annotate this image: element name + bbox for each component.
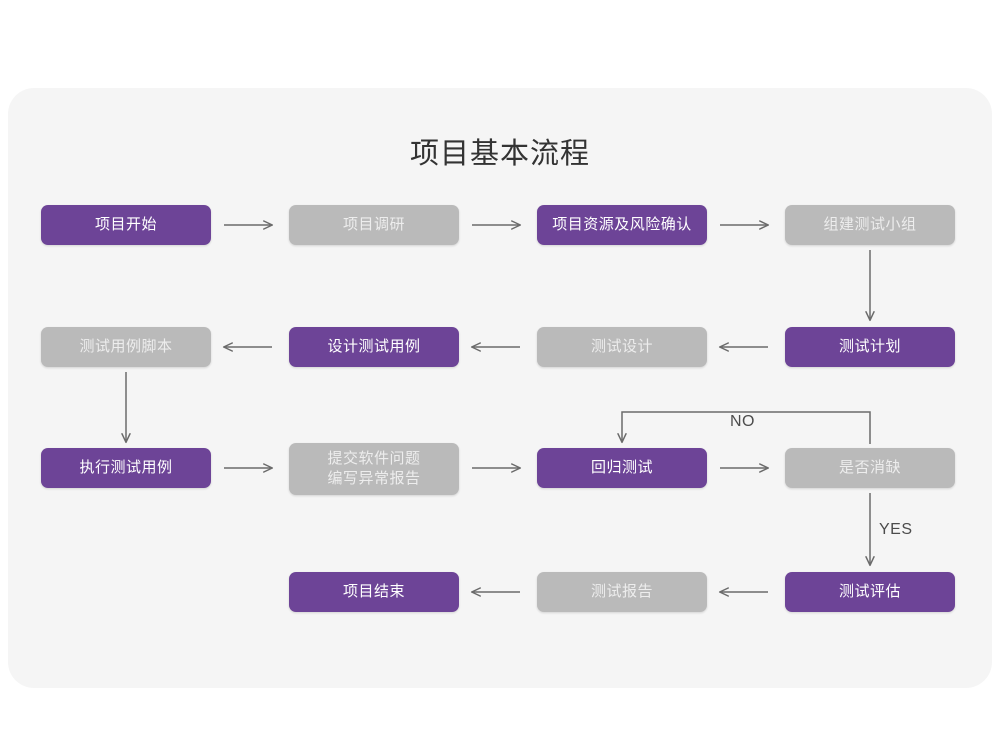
- node-build-test-team[interactable]: 组建测试小组: [785, 205, 955, 245]
- node-label-line2: 编写异常报告: [327, 470, 421, 487]
- node-label: 项目调研: [342, 216, 405, 233]
- node-label: 执行测试用例: [79, 459, 173, 476]
- node-test-case-script[interactable]: 测试用例脚本: [41, 327, 211, 367]
- node-test-design[interactable]: 测试设计: [537, 327, 707, 367]
- node-label: 测试计划: [838, 338, 901, 355]
- node-resource-risk-confirm[interactable]: 项目资源及风险确认: [537, 205, 707, 245]
- node-label: 是否消缺: [838, 459, 901, 476]
- node-label: 测试报告: [590, 583, 653, 600]
- node-design-test-case[interactable]: 设计测试用例: [289, 327, 459, 367]
- node-project-end[interactable]: 项目结束: [289, 572, 459, 612]
- edge-label-no: NO: [730, 413, 755, 430]
- node-test-evaluation[interactable]: 测试评估: [785, 572, 955, 612]
- node-label: 项目结束: [342, 583, 405, 600]
- node-label: 测试设计: [590, 338, 653, 355]
- node-project-research[interactable]: 项目调研: [289, 205, 459, 245]
- page-title: 项目基本流程: [409, 138, 590, 170]
- node-label: 项目开始: [94, 216, 157, 233]
- node-label-line1: 提交软件问题: [327, 450, 421, 467]
- node-label: 组建测试小组: [823, 216, 917, 233]
- node-label: 项目资源及风险确认: [552, 216, 692, 233]
- node-execute-test-case[interactable]: 执行测试用例: [41, 448, 211, 488]
- node-defect-cleared-decision[interactable]: 是否消缺: [785, 448, 955, 488]
- node-regression-test[interactable]: 回归测试: [537, 448, 707, 488]
- edge-label-yes: YES: [879, 521, 913, 538]
- node-label: 回归测试: [590, 459, 653, 476]
- node-label: 测试评估: [838, 583, 901, 600]
- node-label: 测试用例脚本: [79, 338, 173, 355]
- node-test-plan[interactable]: 测试计划: [785, 327, 955, 367]
- node-project-start[interactable]: 项目开始: [41, 205, 211, 245]
- node-test-report[interactable]: 测试报告: [537, 572, 707, 612]
- node-submit-issue-report[interactable]: 提交软件问题 编写异常报告: [289, 443, 459, 495]
- node-label: 设计测试用例: [327, 338, 421, 355]
